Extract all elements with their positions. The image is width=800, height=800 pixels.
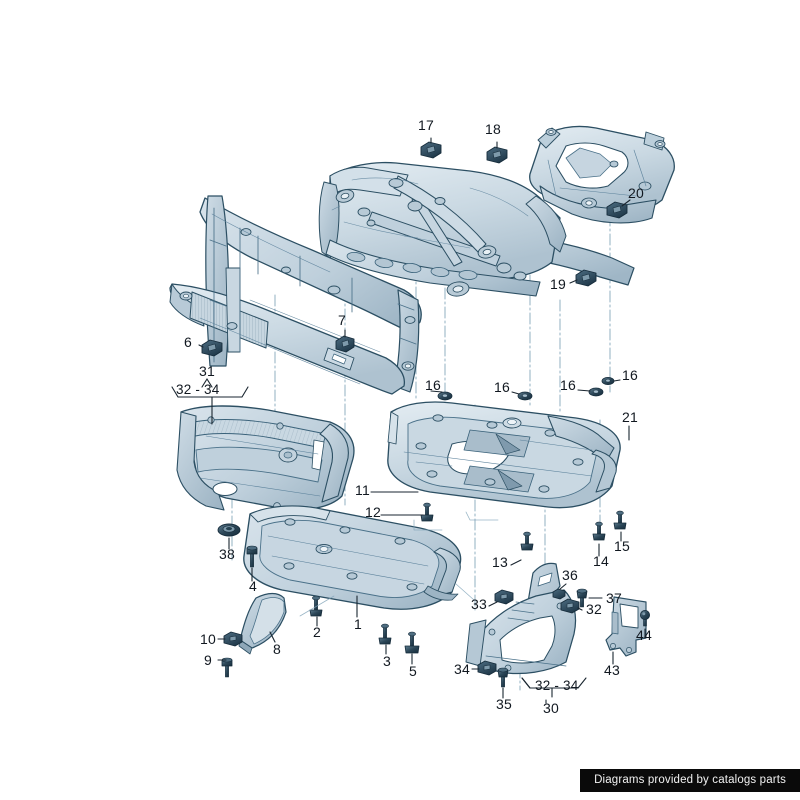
callout-12: 12: [365, 504, 381, 520]
callout-16-b: 16: [494, 379, 510, 395]
callout-20: 20: [628, 185, 644, 201]
callout-38: 38: [219, 546, 235, 562]
callout-16-a: 16: [425, 377, 441, 393]
callout-33: 33: [471, 596, 487, 612]
callout-37: 37: [606, 590, 622, 606]
callout-16-c: 16: [560, 377, 576, 393]
callout-32-right: 32: [586, 601, 602, 617]
callout-6: 6: [184, 334, 192, 350]
callout-17: 17: [418, 117, 434, 133]
callout-32-34-left: 32 - 34: [176, 382, 220, 397]
callout-35: 35: [496, 696, 512, 712]
callout-3: 3: [383, 653, 391, 669]
callout-30: 30: [543, 700, 559, 716]
callout-1: 1: [354, 616, 362, 632]
callout-19: 19: [550, 276, 566, 292]
callout-32-34-right: 32 - 34: [535, 678, 579, 693]
callout-10: 10: [200, 631, 216, 647]
callout-14: 14: [593, 553, 609, 569]
callout-13: 13: [492, 554, 508, 570]
callout-16-d: 16: [622, 367, 638, 383]
callout-21: 21: [622, 409, 638, 425]
watermark-banner: Diagrams provided by catalogs parts: [580, 769, 800, 792]
callout-2: 2: [313, 624, 321, 640]
callout-31: 31: [199, 363, 215, 379]
callout-34-right: 34: [454, 661, 470, 677]
callout-7: 7: [338, 312, 346, 328]
callout-9: 9: [204, 652, 212, 668]
callout-8: 8: [273, 641, 281, 657]
callout-18: 18: [485, 121, 501, 137]
callout-15: 15: [614, 538, 630, 554]
callout-43: 43: [604, 662, 620, 678]
callout-36: 36: [562, 567, 578, 583]
callout-4: 4: [249, 578, 257, 594]
callout-11: 11: [355, 482, 370, 498]
callout-5: 5: [409, 663, 417, 679]
callout-44: 44: [636, 627, 652, 643]
